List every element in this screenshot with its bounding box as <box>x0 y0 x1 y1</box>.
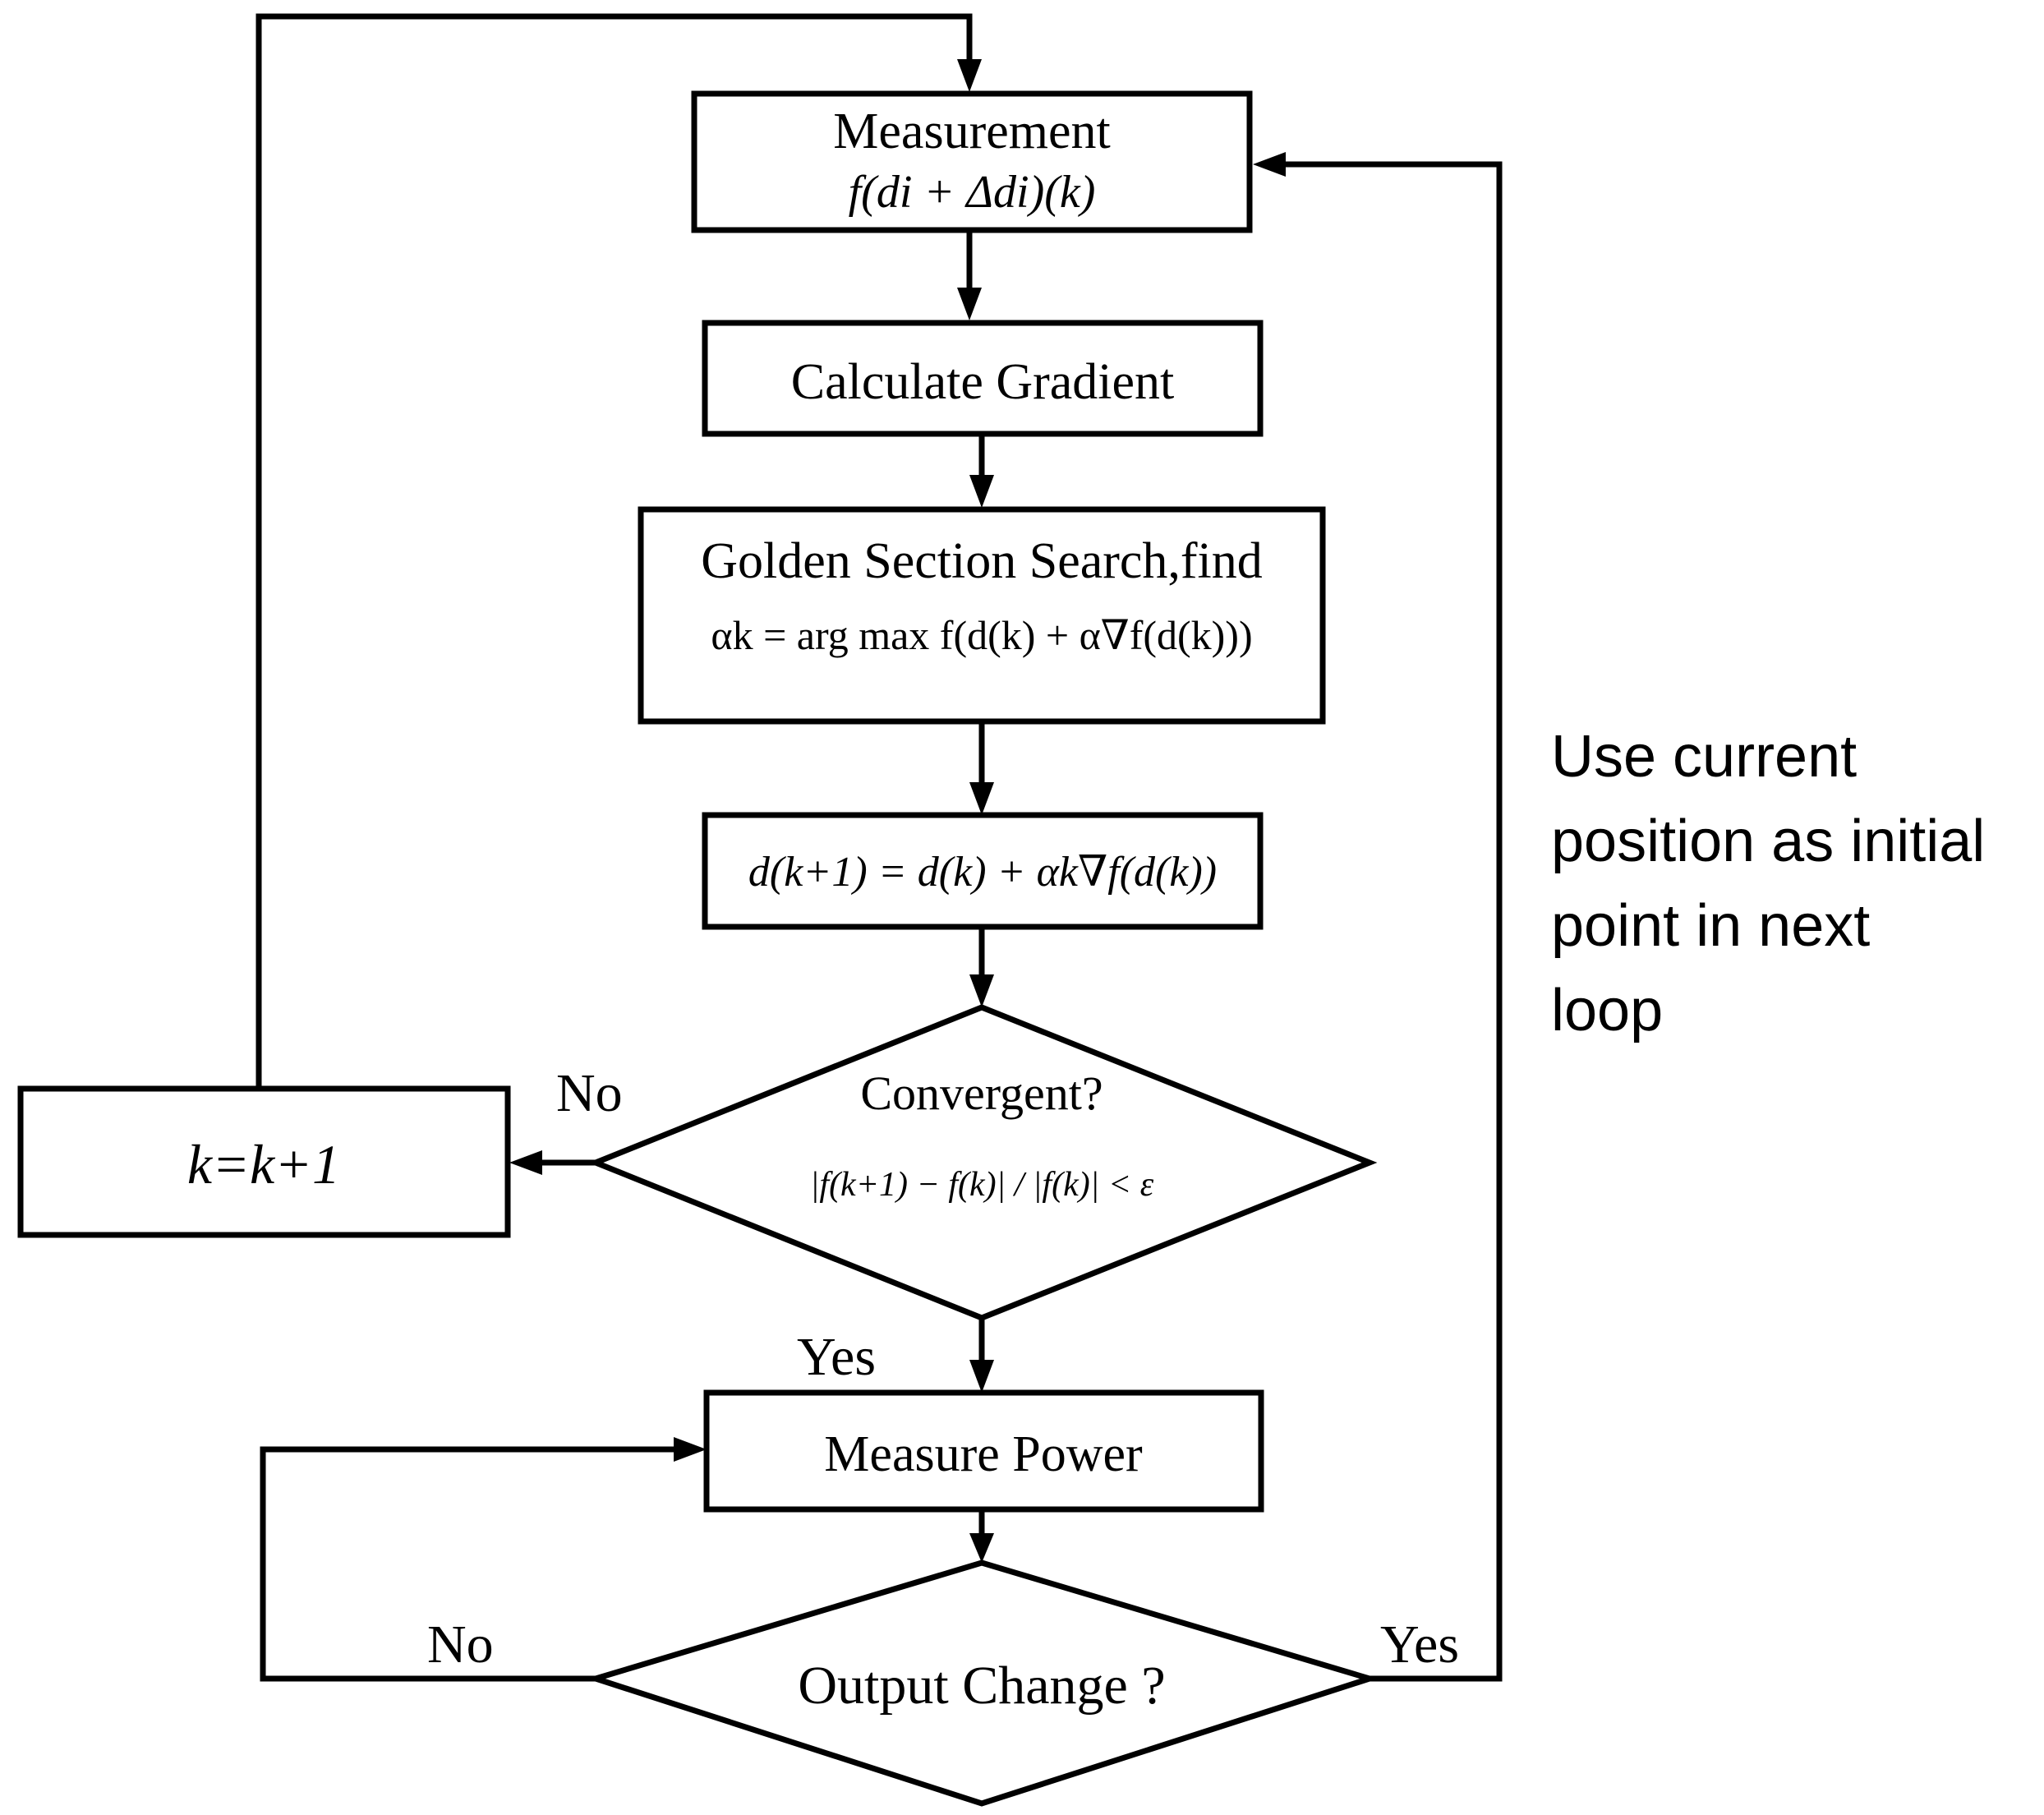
output-yes-label: Yes <box>1380 1615 1459 1674</box>
annotation-line-2: position as initial <box>1551 808 1985 874</box>
measure-power-label: Measure Power <box>824 1426 1143 1482</box>
arrowhead-gradient <box>957 288 982 320</box>
convergent-decision: Convergent? |f(k+1) − f(k)| / |f(k)| < ε <box>587 1004 1378 1321</box>
update-step-formula: d(k+1) = d(k) + αk∇f(d(k)) <box>748 849 1217 896</box>
annotation-line-4: loop <box>1551 978 1663 1043</box>
counter-label: k=k+1 <box>187 1133 340 1195</box>
measurement-formula: f(di + Δdi)(k) <box>849 167 1096 218</box>
arrowhead-measure-power-left <box>674 1437 707 1462</box>
loop-annotation: Use current position as initial point in… <box>1551 724 1985 1043</box>
output-change-decision: Output Change ? <box>586 1559 1379 1807</box>
annotation-line-3: point in next <box>1551 893 1870 959</box>
calculate-gradient-box: Calculate Gradient <box>702 320 1264 437</box>
convergent-formula: |f(k+1) − f(k)| / |f(k)| < ε <box>810 1166 1154 1204</box>
measurement-box: Measurement f(di + Δdi)(k) <box>691 90 1253 233</box>
arrowhead-golden <box>969 475 994 508</box>
update-step-box: d(k+1) = d(k) + αk∇f(d(k)) <box>702 812 1264 930</box>
arrowhead-output-change <box>969 1533 994 1563</box>
edge-counter-to-measurement <box>256 13 973 1089</box>
golden-section-formula: αk = arg max f(d(k) + α∇f(d(k))) <box>711 612 1252 658</box>
arrowhead-measurement-right <box>1253 152 1286 177</box>
arrowhead-measurement-top <box>957 59 982 92</box>
arrowhead-counter <box>509 1150 542 1175</box>
arrowhead-convergent <box>969 974 994 1007</box>
output-no-label: No <box>427 1615 494 1674</box>
edge-output-yes-loop <box>1286 161 1503 1682</box>
convergent-no-label: No <box>556 1063 623 1123</box>
golden-section-box: Golden Section Search,find αk = arg max … <box>638 506 1326 725</box>
arrowhead-update <box>969 782 994 815</box>
arrowhead-measure-power <box>969 1360 994 1393</box>
convergent-yes-label: Yes <box>797 1327 876 1387</box>
convergent-title: Convergent? <box>860 1066 1103 1120</box>
output-change-label: Output Change ? <box>798 1656 1165 1716</box>
golden-section-title: Golden Section Search,find <box>701 533 1263 589</box>
counter-box: k=k+1 <box>17 1085 511 1238</box>
calculate-gradient-label: Calculate Gradient <box>791 354 1175 410</box>
annotation-line-1: Use current <box>1551 724 1857 790</box>
measurement-title: Measurement <box>833 104 1110 159</box>
edge-output-no-loop <box>260 1446 674 1682</box>
measure-power-box: Measure Power <box>703 1389 1264 1513</box>
